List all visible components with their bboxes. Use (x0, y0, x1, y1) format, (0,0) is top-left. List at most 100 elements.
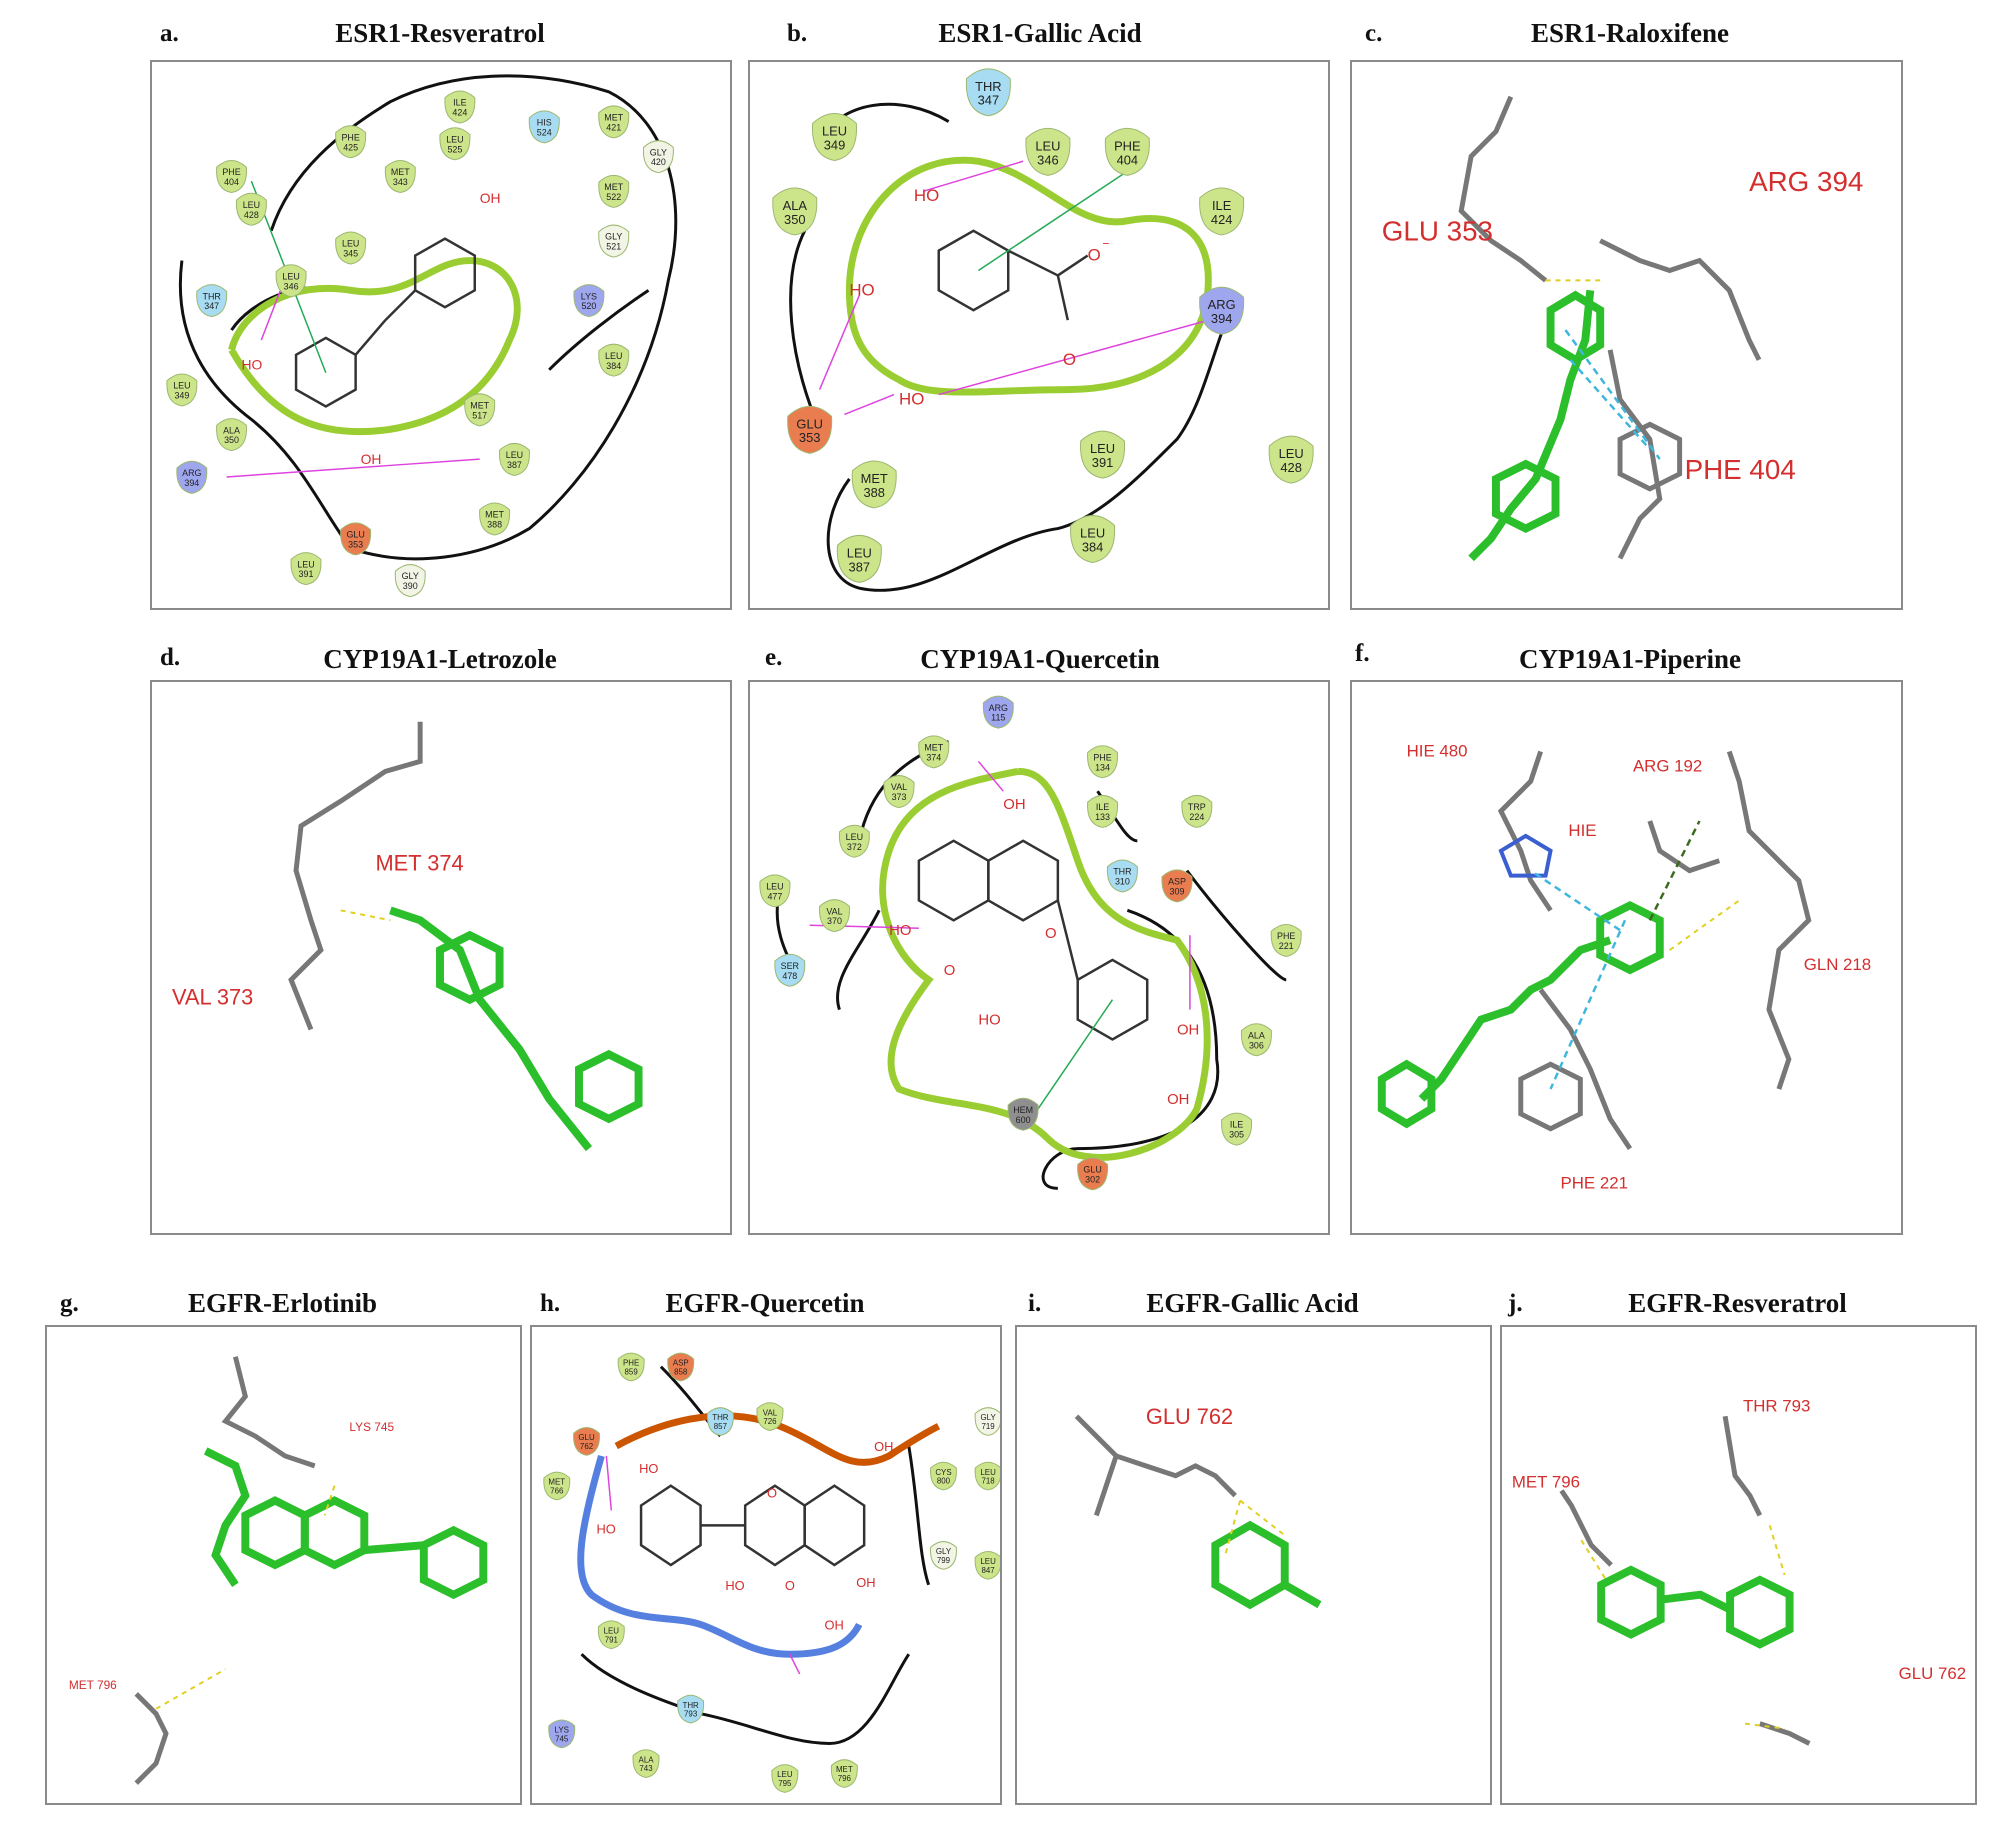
backbone-trace (789, 102, 1238, 592)
residue-name: LYS (581, 291, 597, 301)
residue-name: ILE (453, 98, 466, 108)
receptor-sticks (1497, 750, 1812, 1150)
residue-number: 347 (978, 93, 1000, 108)
residue-name: LEU (766, 881, 783, 891)
panel-i-egfr-gallic-acid: GLU 762 (1015, 1325, 1492, 1805)
residue-name: SER (781, 961, 800, 971)
residue-number: 345 (343, 249, 358, 259)
atom-label: OH (1167, 1092, 1189, 1108)
diagram-g: LYS 745 MET 796 (69, 1356, 488, 1785)
residue-label-met796: MET 796 (69, 1678, 117, 1692)
atom-label: HO (914, 186, 939, 205)
residue-label-glu762: GLU 762 (1899, 1664, 1966, 1683)
residue-label-lys745: LYS 745 (349, 1420, 394, 1434)
residue-name: LEU (1080, 526, 1105, 541)
atom-label: HO (596, 1521, 615, 1536)
residue-name: LEU (342, 239, 359, 249)
residue-name: THR (683, 1701, 700, 1710)
residue-name: VAL (763, 1408, 778, 1417)
panel-letter-e: e. (765, 644, 783, 671)
residue-number: 349 (824, 137, 846, 152)
residue-label-met796: MET 796 (1512, 1473, 1580, 1492)
residue-number: 477 (767, 891, 782, 901)
residue-number: 305 (1229, 1130, 1244, 1140)
atom-label: HO (725, 1578, 744, 1593)
residue-number: 718 (981, 1477, 995, 1486)
diagram-h: HO OH HO O OH HO O OH PHE859ASP858THR857… (543, 1352, 1000, 1793)
residue-name: ASP (673, 1359, 689, 1368)
residue-label-hie480: HIE 480 (1407, 741, 1468, 760)
receptor-sticks (1559, 1415, 1811, 1746)
residue-number: 791 (605, 1635, 619, 1644)
panel-title-h: EGFR-Quercetin (665, 1288, 865, 1318)
residue-name: LEU (173, 381, 190, 391)
residue-name: ILE (1212, 198, 1232, 213)
panel-letter-c: c. (1365, 20, 1383, 47)
residue-name: MET (604, 113, 623, 123)
residue-name: LEU (822, 123, 847, 138)
receptor-sticks (288, 721, 423, 1031)
residue-number: 424 (1211, 212, 1233, 227)
pocket-outline (228, 257, 521, 436)
residue-label-phe221: PHE 221 (1560, 1173, 1627, 1192)
residue-name: THR (203, 291, 222, 301)
residue-name: ALA (223, 425, 240, 435)
residue-name: MET (391, 167, 410, 177)
residue-name: ALA (1248, 1030, 1265, 1040)
panel-j-egfr-resveratrol: THR 793 MET 796 GLU 762 (1500, 1325, 1977, 1805)
residue-name: VAL (891, 782, 907, 792)
residue-name: MET (604, 182, 623, 192)
atom-label: OH (1177, 1022, 1199, 1038)
residue-number: 859 (625, 1368, 639, 1377)
panel-c-esr1-raloxifene: GLU 353 ARG 394 PHE 404 (1350, 60, 1903, 610)
residue-name: GLU (346, 530, 364, 540)
residue-number: 133 (1095, 812, 1110, 822)
ligand-quercetin-h (639, 1484, 866, 1567)
residue-number: 420 (651, 157, 666, 167)
residue-name: LEU (297, 559, 314, 569)
atom-label: − (1103, 237, 1110, 251)
residue-name: VAL (826, 906, 842, 916)
receptor-sticks (1458, 95, 1762, 560)
pocket-outline (845, 156, 1212, 396)
residue-label-gln218: GLN 218 (1804, 955, 1871, 974)
atom-label: OH (856, 1575, 875, 1590)
residue-number: 726 (763, 1417, 777, 1426)
residue-label-glu762: GLU 762 (1146, 1404, 1233, 1429)
residue-name: GLY (402, 571, 419, 581)
residue-number: 424 (452, 108, 467, 118)
residue-name: LEU (446, 134, 463, 144)
residue-label-thr793: THR 793 (1743, 1396, 1810, 1415)
residue-name: GLU (578, 1433, 595, 1442)
backbone-trace (580, 1365, 931, 1745)
diagram-j: THR 793 MET 796 GLU 762 (1512, 1396, 1966, 1746)
panel-letter-g: g. (60, 1290, 79, 1317)
